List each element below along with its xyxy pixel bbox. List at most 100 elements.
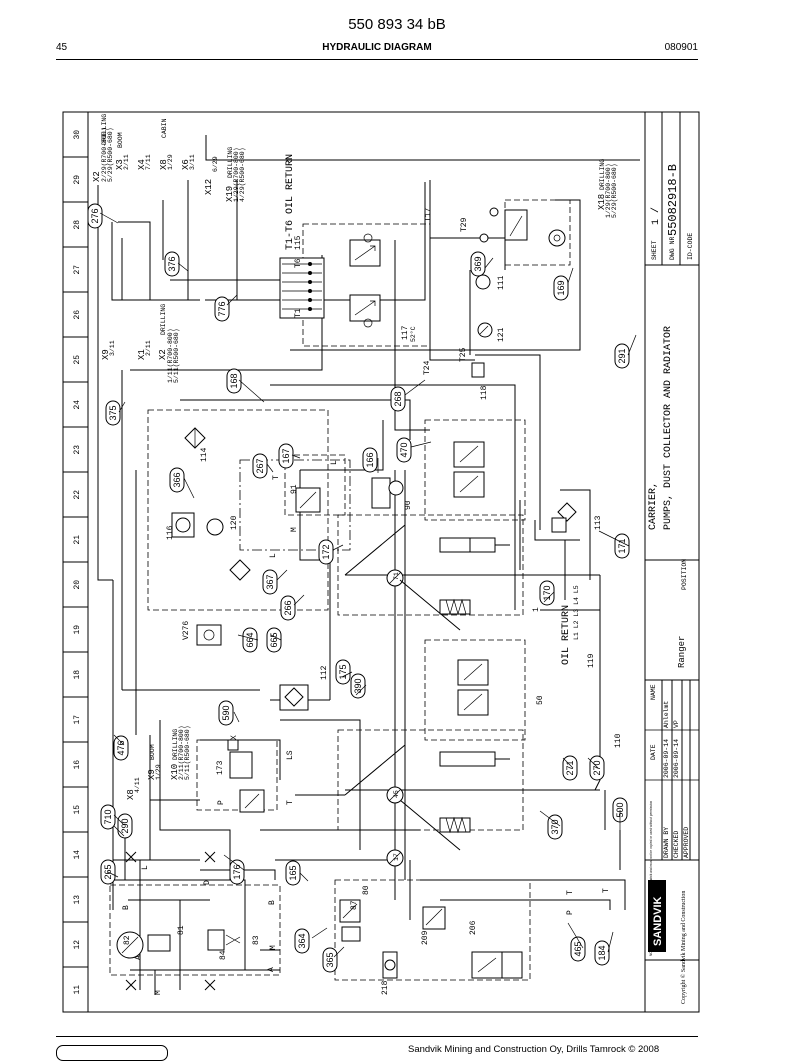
connector-x6-ref: 3/11 — [189, 154, 196, 170]
name-header: NAME — [650, 684, 657, 700]
callout-bubble — [214, 296, 230, 322]
callout-number: 375 — [108, 405, 118, 420]
callout-bubble — [262, 569, 278, 595]
port-l-3: L — [269, 553, 278, 558]
callout-number: 165 — [288, 865, 298, 880]
dwg-label: DWG NR — [669, 236, 676, 260]
title-texts: CARRIER, PUMPS, DUST COLLECTOR AND RADIA… — [648, 164, 694, 1004]
port-b-1: B — [122, 905, 131, 910]
callout-number: 590 — [221, 705, 231, 720]
label-87: 87 — [350, 900, 359, 910]
label-80: 80 — [362, 885, 371, 895]
footer-publisher: Sandvik Mining and Construction Oy, Dril… — [408, 1044, 660, 1055]
callout-bubble — [226, 368, 242, 394]
column-number: 22 — [73, 490, 82, 500]
page-header: 45 HYDRAULIC DIAGRAM 080901 — [56, 42, 698, 58]
port-t-3: T — [566, 890, 575, 895]
connector-x18-ref-1: 1/29(R700-800) — [605, 163, 612, 218]
label-oil-return-mid: OIL RETURN — [561, 605, 572, 665]
callout-bubble — [553, 275, 569, 301]
label-84: 84 — [219, 950, 228, 960]
callout-number: 266 — [283, 600, 293, 615]
connector-labels: X2 2/29(R700-800) 5/29(R500-680) DRILLIN… — [92, 114, 618, 800]
callout-365: 365 — [322, 947, 338, 973]
callout-367: 367 — [262, 569, 278, 595]
id-code-label: ID-CODE — [687, 233, 694, 260]
connector-x3-desc: BOOM — [117, 132, 124, 148]
label-113: 113 — [594, 515, 603, 530]
callout-number: 364 — [297, 933, 307, 948]
connector-x1-ref: 2/11 — [145, 340, 152, 356]
port-m-3: M — [290, 527, 299, 532]
sheet-value: 1 / — [650, 207, 662, 225]
callout-370: 370 — [547, 814, 563, 840]
label-81: 81 — [177, 925, 186, 935]
label-114: 114 — [200, 447, 209, 462]
connector-x8-low: X8 — [126, 789, 136, 800]
callout-bubble — [390, 386, 406, 412]
manifold-port — [308, 307, 312, 311]
callout-bubble — [229, 859, 245, 885]
hydraulic-components — [116, 207, 624, 979]
port-a-1: A — [134, 955, 143, 960]
callout-291: 291 — [614, 343, 630, 369]
callout-665: 665 — [266, 627, 282, 653]
title-block — [644, 112, 699, 1012]
column-number: 11 — [73, 985, 82, 995]
label-ls: LS — [286, 750, 295, 760]
column-number: 27 — [73, 265, 82, 275]
dwg-number: 55082918-B — [666, 164, 680, 236]
callout-470: 470 — [396, 437, 412, 463]
manifold-port — [308, 298, 312, 302]
callout-number: 168 — [229, 373, 239, 388]
column-number: 14 — [73, 850, 82, 860]
callout-271: 271 — [562, 755, 578, 781]
column-number: 18 — [73, 670, 82, 680]
column-number: 26 — [73, 310, 82, 320]
callout-710: 710 — [100, 804, 116, 830]
assembly-outlines — [109, 199, 571, 981]
footer-rule — [56, 1036, 698, 1037]
label-120: 120 — [230, 515, 239, 530]
callout-169: 169 — [553, 275, 569, 301]
callout-590: 590 — [218, 700, 234, 726]
callout-number: 710 — [103, 809, 113, 824]
connector-x18-desc: DRILLING — [599, 159, 606, 190]
connector-x2-mid-ref-1: 1/11(R700-800) — [167, 328, 174, 383]
drawn-date: 2006-09-14 — [663, 739, 670, 778]
callout-bubble — [105, 400, 121, 426]
label-91: 91 — [290, 484, 299, 494]
callout-number: 184 — [597, 945, 607, 960]
callout-bubble — [362, 447, 378, 473]
connector-x2-mid: X2 — [158, 349, 168, 360]
callout-bubble — [100, 804, 116, 830]
callout-number: 390 — [353, 678, 363, 693]
callout-465: 465 — [570, 936, 586, 962]
callout-number: 171 — [617, 538, 627, 553]
label-111: 111 — [497, 275, 506, 290]
port-m-1: M — [269, 945, 278, 950]
callout-bubble — [278, 443, 294, 469]
label-t1: T1 — [294, 308, 303, 318]
label-50: 50 — [536, 695, 545, 705]
callout-364: 364 — [294, 928, 310, 954]
column-number: 12 — [73, 940, 82, 950]
connector-x4-ref: 7/11 — [145, 154, 152, 170]
callout-168: 168 — [226, 368, 242, 394]
column-number: 16 — [73, 760, 82, 770]
callout-number: 172 — [321, 544, 331, 559]
callout-bubble — [594, 940, 610, 966]
callout-number: 370 — [550, 819, 560, 834]
callout-375: 375 — [105, 400, 121, 426]
callout-bubble — [294, 928, 310, 954]
label-110: 110 — [614, 733, 623, 748]
label-173: 173 — [216, 760, 225, 775]
connector-x19-ref-1: 1/29(R700-800) — [233, 147, 240, 202]
callout-bubble — [280, 595, 296, 621]
drawing-frame — [62, 111, 700, 1013]
connector-x12-ref: 6/29 — [212, 156, 219, 172]
callout-bubble — [87, 203, 103, 229]
callout-number: 776 — [217, 301, 227, 316]
